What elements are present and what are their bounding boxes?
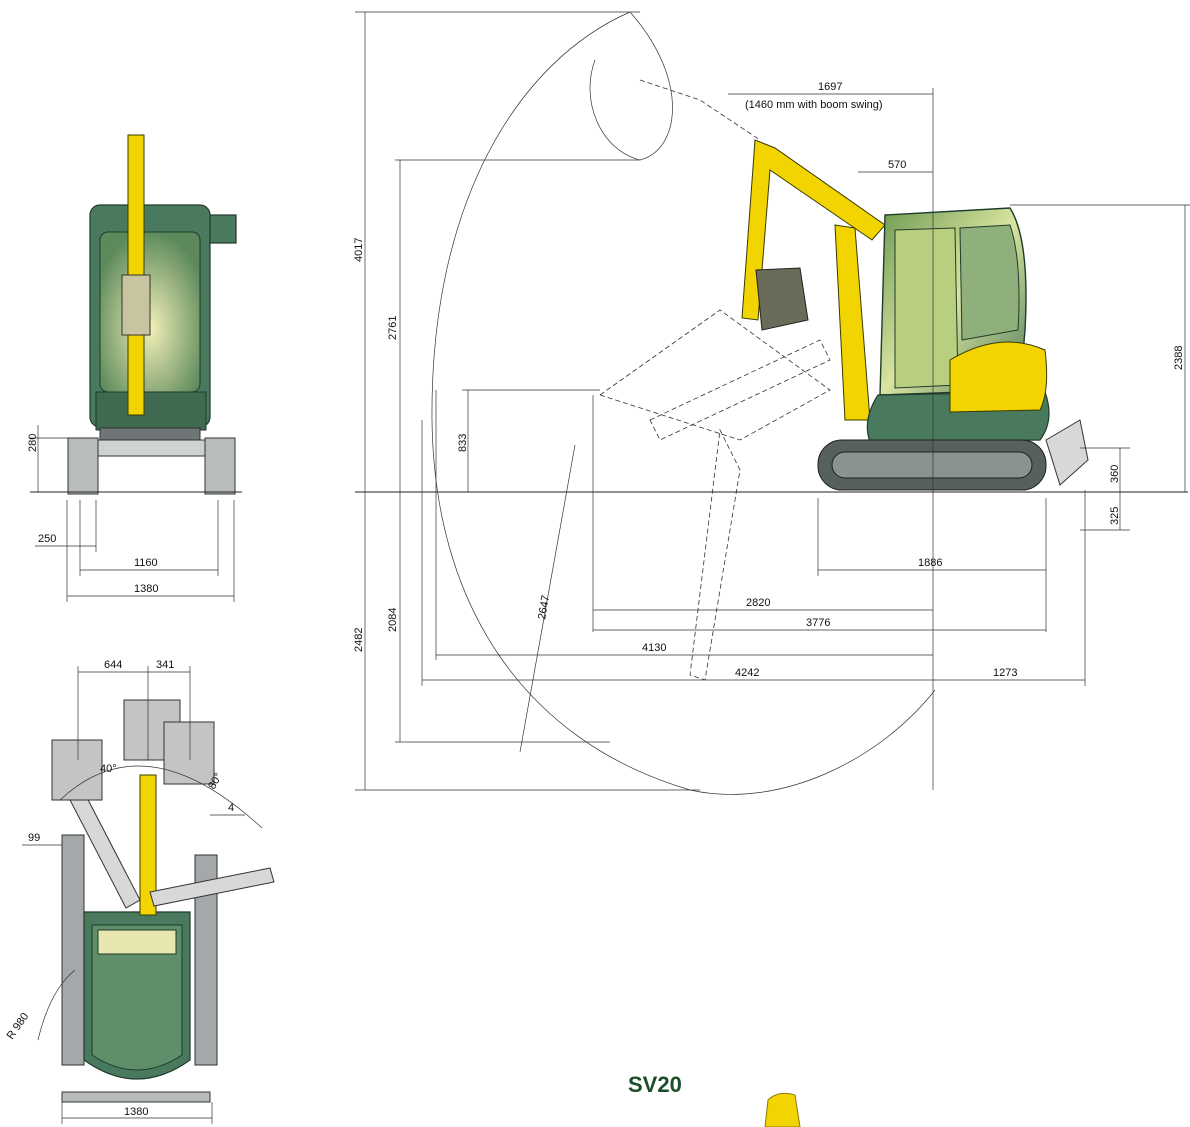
model-title: SV20 bbox=[628, 1072, 682, 1097]
dim-cabin-height: 2388 bbox=[1173, 346, 1185, 370]
top-window bbox=[97, 929, 177, 955]
dim-front-to-blade: 1273 bbox=[993, 667, 1017, 679]
front-mirror bbox=[209, 214, 237, 244]
dim-top-width: 1380 bbox=[124, 1106, 148, 1118]
dim-blade-overhang: 250 bbox=[38, 533, 56, 545]
top-boom-right bbox=[149, 867, 275, 907]
side-engine-cover bbox=[949, 341, 1048, 413]
dim-height-overall: 4017 bbox=[353, 238, 365, 262]
top-view: 644 341 40° 80° 4 99 R 980 1380 bbox=[5, 659, 275, 1124]
dim-tail-radius: R 980 bbox=[5, 1011, 32, 1042]
dim-track-gauge: 1160 bbox=[134, 557, 158, 569]
top-bucket-left bbox=[51, 739, 103, 801]
dim-top-left-gap: 99 bbox=[28, 832, 40, 844]
top-boom-center bbox=[139, 774, 157, 916]
dim-swing-left: 40° bbox=[100, 763, 117, 775]
dim-blade-lift: 360 bbox=[1109, 465, 1121, 483]
arm-ghost bbox=[689, 428, 741, 681]
front-track-left bbox=[67, 437, 99, 495]
front-track-right bbox=[204, 437, 236, 495]
top-track-right bbox=[194, 854, 218, 1066]
dim-reach-ground-b: 3776 bbox=[806, 617, 830, 629]
logo-mark bbox=[764, 1092, 801, 1127]
dig-envelope bbox=[431, 11, 936, 795]
front-frame bbox=[97, 439, 206, 457]
dim-boom-offset: 1697 bbox=[818, 81, 842, 93]
dim-reach-max: 4130 bbox=[642, 642, 666, 654]
dim-vertical-wall: 2647 bbox=[536, 594, 552, 620]
dim-max-dig-height: 2761 bbox=[387, 316, 399, 340]
front-bucket bbox=[121, 274, 151, 336]
front-engine-cover bbox=[95, 391, 207, 431]
front-blade bbox=[99, 427, 201, 441]
dim-top-offset-right: 341 bbox=[156, 659, 174, 671]
dim-reach-total: 4242 bbox=[735, 667, 759, 679]
side-bucket bbox=[755, 267, 809, 331]
dim-blade-depth: 325 bbox=[1109, 507, 1121, 525]
side-view: 4017 2482 2761 2084 833 2647 2388 360 32… bbox=[353, 11, 1190, 795]
dim-rear-radius: 570 bbox=[888, 159, 906, 171]
side-cabin-door bbox=[894, 227, 959, 389]
side-cabin-window bbox=[959, 224, 1020, 341]
dim-reach-ground-a: 2820 bbox=[746, 597, 770, 609]
top-cabin-roof bbox=[91, 924, 183, 1071]
dim-top-side-gap: 4 bbox=[228, 802, 234, 814]
dim-track-height: 280 bbox=[27, 434, 39, 452]
dim-boom-swing-note: (1460 mm with boom swing) bbox=[745, 99, 883, 111]
side-boom bbox=[741, 139, 886, 321]
top-bucket-right bbox=[163, 721, 215, 785]
dim-max-dump-height: 833 bbox=[457, 434, 469, 452]
dim-dig-depth: 2482 bbox=[353, 628, 365, 652]
dim-track-length: 1886 bbox=[918, 557, 942, 569]
front-view: 280 250 1160 1380 bbox=[27, 134, 242, 602]
dim-dig-depth-flat: 2084 bbox=[387, 608, 399, 632]
top-track-left bbox=[61, 834, 85, 1066]
top-blade bbox=[61, 1091, 211, 1103]
side-arm-cylinder bbox=[834, 224, 871, 421]
dim-front-width: 1380 bbox=[134, 583, 158, 595]
side-blade bbox=[1045, 419, 1089, 486]
dim-top-offset-left: 644 bbox=[104, 659, 122, 671]
boom-ghost-1 bbox=[599, 309, 831, 441]
